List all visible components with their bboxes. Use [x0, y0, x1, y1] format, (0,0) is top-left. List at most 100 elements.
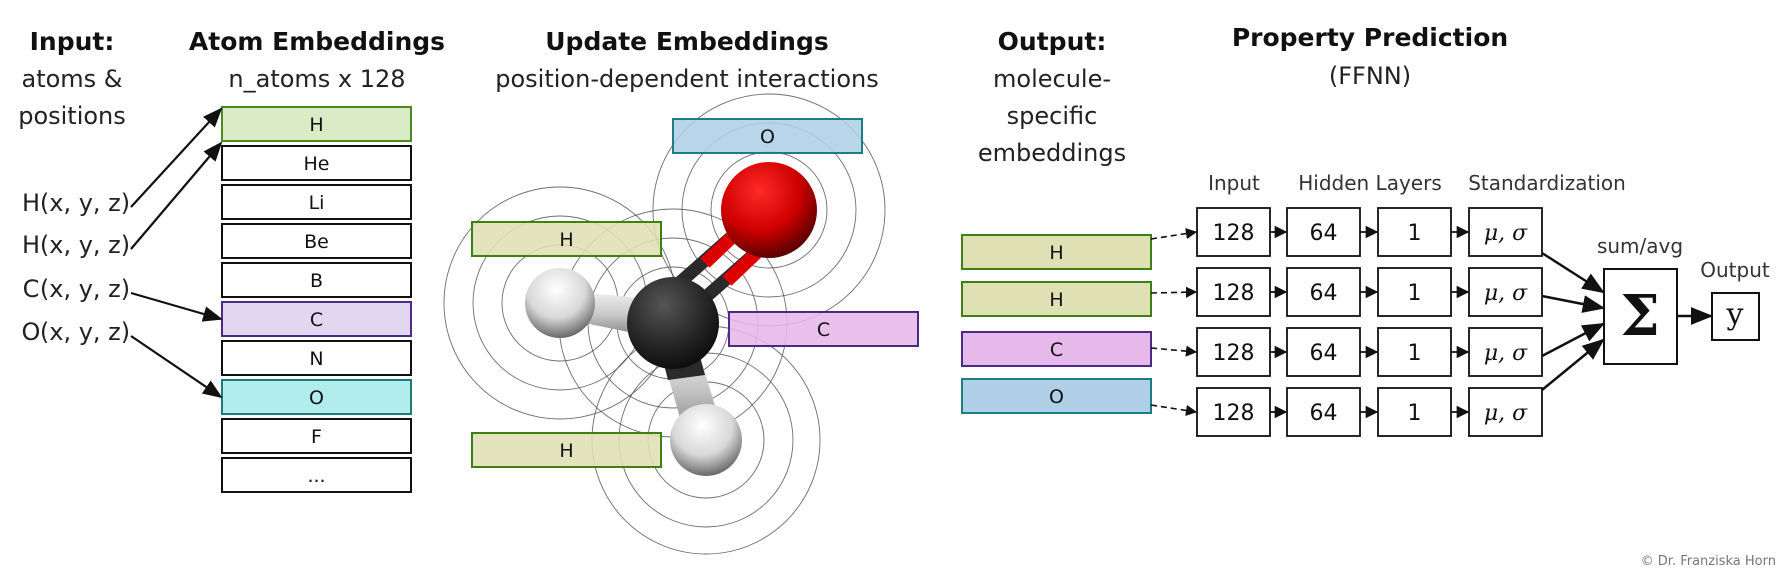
update-title: Update Embeddings	[545, 27, 828, 56]
output-subtitle-3: embeddings	[978, 139, 1126, 167]
aggregate-node: Σ	[1603, 268, 1678, 365]
standardization-box	[1468, 207, 1543, 257]
standardization-to-sum-arrow	[1541, 338, 1605, 391]
input-atom-coords: (x, y, z)	[40, 318, 130, 346]
molecule-atom-embedding: H	[471, 432, 662, 468]
embedding-label: C	[310, 309, 323, 331]
input-atom-symbol: H	[22, 231, 40, 259]
ffnn-layer-size: 1	[1408, 281, 1422, 306]
molecule-embedding-label: H	[559, 229, 573, 251]
embedding-label: O	[309, 387, 324, 409]
embedding-to-ffnn-arrow	[1150, 404, 1198, 416]
ffnn-row: 128 64 1 μ, σ	[1150, 267, 1606, 317]
final-output-label: Output	[1700, 258, 1770, 282]
aggregate-label: sum/avg	[1597, 234, 1683, 258]
embedding-row: C	[221, 301, 412, 337]
ffnn-row: 128 64 1 μ, σ	[1150, 338, 1605, 437]
output-embedding-label: H	[1049, 289, 1063, 311]
ffnn-column-labels: Input Hidden Layers Standardization sum/…	[1208, 171, 1770, 282]
ffnn-hidden-label: Hidden Layers	[1298, 171, 1442, 195]
embedding-row: O	[221, 379, 412, 415]
input-atoms-list: H(x, y, z)H(x, y, z)C(x, y, z)O(x, y, z)	[22, 189, 131, 346]
ffnn-layer-size: 64	[1310, 281, 1338, 306]
embedding-cell	[221, 418, 412, 454]
embedding-row: Li	[221, 184, 412, 220]
input-arrow	[130, 335, 223, 399]
standardization-box	[1468, 327, 1543, 377]
input-title: Input:	[30, 27, 115, 56]
input-atom-row: H(x, y, z)	[22, 189, 130, 217]
embedding-to-ffnn-arrow	[1150, 228, 1198, 240]
formaldehyde-molecule	[525, 162, 817, 476]
property-title: Property Prediction	[1232, 23, 1508, 52]
ffnn-layer-size: 128	[1213, 281, 1255, 306]
embedding-label: N	[309, 348, 323, 370]
embedding-label: ...	[307, 465, 325, 487]
ffnn-layer-box	[1286, 267, 1361, 317]
copyright-notice: © Dr. Franziska Horn	[1641, 554, 1776, 569]
ffnn-standardization-label: Standardization	[1468, 171, 1626, 195]
input-atom-row: H(x, y, z)	[22, 231, 130, 259]
ffnn-layer-size: 1	[1408, 341, 1422, 366]
input-header: Input: atoms & positions	[18, 27, 126, 130]
embedding-row: H	[221, 106, 412, 142]
sigma-symbol: Σ	[1620, 283, 1660, 349]
output-embedding-box	[961, 378, 1152, 414]
input-atom-symbol: O	[22, 318, 41, 346]
standardization-label: μ, σ	[1484, 281, 1528, 306]
hydrogen-atom-1	[525, 268, 595, 338]
ffnn-layer-size: 64	[1310, 221, 1338, 246]
input-atom-row: O(x, y, z)	[22, 318, 131, 346]
standardization-label: μ, σ	[1484, 401, 1528, 426]
final-output-node: y	[1711, 292, 1760, 341]
ffnn-layer-size: 1	[1408, 401, 1422, 426]
input-atom-coords: (x, y, z)	[40, 231, 130, 259]
input-atom-coords: (x, y, z)	[40, 275, 130, 303]
standardization-to-sum-arrow	[1541, 251, 1605, 294]
ffnn-layer-size: 128	[1213, 401, 1255, 426]
property-header: Property Prediction (FFNN)	[1232, 23, 1508, 90]
input-subtitle-1: atoms &	[21, 65, 122, 93]
ffnn-layer-size: 128	[1213, 221, 1255, 246]
ffnn-layer-box	[1377, 327, 1452, 377]
embedding-cell	[221, 340, 412, 376]
ffnn-layer-box	[1377, 207, 1452, 257]
oxygen-atom	[721, 162, 817, 258]
input-atom-row: C(x, y, z)	[23, 275, 131, 303]
ffnn-layer-box	[1196, 387, 1271, 437]
output-embedding-box	[961, 234, 1152, 270]
ffnn-layer-size: 1	[1408, 221, 1422, 246]
embedding-row: N	[221, 340, 412, 376]
standardization-label: μ, σ	[1484, 341, 1528, 366]
ffnn-input-label: Input	[1208, 171, 1260, 195]
embedding-label: H	[309, 114, 323, 136]
embedding-row: He	[221, 145, 412, 181]
ffnn-layer-box	[1286, 387, 1361, 437]
output-embedding: H	[961, 281, 1152, 317]
output-y-box	[1711, 292, 1760, 341]
molecule-embedding-label: H	[559, 440, 573, 462]
output-title: Output:	[998, 27, 1107, 56]
ffnn-layer-box	[1286, 327, 1361, 377]
input-arrow	[130, 141, 223, 250]
embedding-cell	[221, 262, 412, 298]
sum-box	[1603, 268, 1678, 365]
ffnn-layer-box	[1196, 327, 1271, 377]
output-subtitle-2: specific	[1007, 102, 1098, 130]
hydrogen-atom-2	[670, 404, 742, 476]
output-embedding: H	[961, 234, 1152, 270]
molecule-embedding-box	[672, 118, 863, 154]
input-arrows	[130, 107, 223, 399]
molecule-atom-embedding: H	[471, 221, 662, 257]
update-header: Update Embeddings position-dependent int…	[495, 27, 878, 93]
embedding-cell	[221, 184, 412, 220]
standardization-box	[1468, 267, 1543, 317]
molecule-embedding-box	[728, 311, 919, 347]
input-atom-symbol: C	[23, 275, 40, 303]
input-subtitle-2: positions	[18, 102, 126, 130]
ffnn-layer-size: 64	[1310, 341, 1338, 366]
